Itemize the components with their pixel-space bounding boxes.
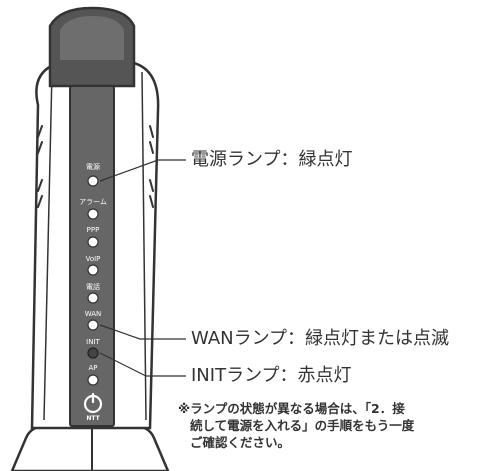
footnote-line-2: 続して電源を入れる」の手順をもう一度 [190, 418, 415, 433]
lamp-label-alarm: アラーム [79, 198, 107, 206]
lamp-indicator-voip [87, 264, 99, 276]
vent-slots-right [149, 125, 154, 208]
leader-line-power [99, 159, 186, 182]
lamp-indicator-ppp [87, 236, 99, 248]
vent-slots-left [37, 125, 43, 208]
lamp-power: 電源 [86, 162, 100, 187]
lamp-label-init: INIT [86, 338, 100, 346]
router-top-cap-highlight [60, 16, 124, 60]
lamp-voip: VoIP [86, 255, 101, 276]
leader-line-init [99, 352, 186, 377]
front-panel [69, 85, 115, 427]
callout-wan-lamp: WANランプ：緑点灯または点滅 [191, 328, 450, 349]
lamp-ppp: PPP [87, 226, 100, 248]
lamp-label-ap: AP [88, 364, 97, 372]
router-stand [10, 424, 170, 471]
lamp-indicator-power [87, 175, 99, 187]
lamp-wan: WAN [85, 310, 102, 331]
router-side-rail-right [141, 71, 147, 421]
lamp-indicator-wan [87, 319, 99, 331]
lamp-init: INIT [86, 338, 101, 359]
lamp-indicator-phone [87, 292, 99, 304]
lamp-label-voip: VoIP [86, 255, 101, 263]
footnote-line-1: ※ランプの状態が異なる場合は、「2．接 [178, 401, 405, 416]
lamp-alarm: アラーム [79, 198, 107, 220]
lamp-label-phone: 電話 [86, 282, 100, 291]
lamp-label-power: 電源 [86, 162, 100, 171]
lamp-label-wan: WAN [85, 310, 102, 318]
callout-init-lamp: INITランプ：赤点灯 [191, 365, 352, 386]
leader-line-wan [99, 324, 186, 340]
footnote-line-3: ご確認ください。 [190, 435, 291, 450]
footnote: ※ランプの状態が異なる場合は、「2．接 続して電源を入れる」の手順をもう一度 ご… [178, 400, 488, 451]
logo-text: NTT [86, 415, 100, 422]
lamp-label-ppp: PPP [87, 226, 100, 234]
router-side-rail-left [43, 71, 53, 421]
lamp-phone: 電話 [86, 282, 100, 304]
ntt-logo: NTT [83, 392, 103, 422]
lamp-ap: AP [87, 364, 99, 386]
lamp-indicator-init [87, 347, 99, 359]
lamp-indicator-ap [87, 374, 99, 386]
callout-power-lamp: 電源ランプ：緑点灯 [191, 149, 353, 170]
lamp-indicator-alarm [87, 208, 99, 220]
